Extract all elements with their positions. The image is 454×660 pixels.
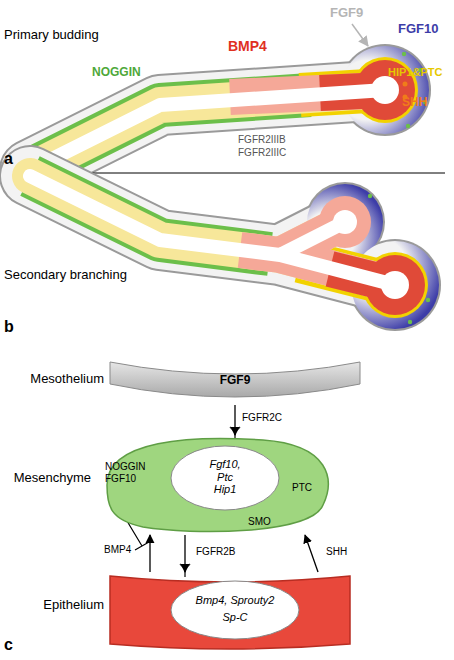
signal-name: HIP1&PTC (388, 66, 442, 79)
signal-arrow (184, 535, 185, 572)
gene-text: Bmp4, Sprouty2 (170, 594, 300, 607)
fgf10-dot (402, 52, 406, 56)
node-heading: Epithelium (4, 598, 104, 613)
signal-name: FGF10 (398, 22, 438, 37)
bmp4-epithelium (319, 196, 371, 248)
panel-letter: a (4, 150, 13, 168)
nucleus-shape (171, 446, 279, 510)
epithelium-shape (110, 576, 350, 649)
receptor-name: SMO (248, 516, 271, 528)
lumen (30, 90, 385, 170)
signal-name: NOGGIN (92, 66, 141, 80)
node-text: FGF9 (110, 374, 360, 388)
signal-arrow (234, 405, 235, 435)
signal-name: BMP4 (104, 544, 131, 556)
panel-title: Primary budding (4, 28, 99, 43)
signal-name: FGF9 (330, 6, 363, 21)
epithelium-layer (30, 90, 385, 170)
shape-outline (170, 580, 300, 640)
fgf10-dot (406, 124, 410, 128)
receptor-symbol (180, 564, 190, 577)
shh-dot (403, 82, 408, 87)
signal-name: SHH (326, 546, 347, 558)
lumen (381, 271, 409, 299)
mesenchyme-layer (30, 90, 385, 170)
fgf10-dot (408, 320, 412, 324)
primary-bud (30, 24, 431, 170)
receptor-name: FGFR2IIIC (238, 147, 286, 159)
receptor-name: FGFR2C (242, 412, 282, 424)
mesothelium-band: MesotheliumFGF9 (110, 360, 360, 405)
nucleus: Fgf10, Ptc Hip1 (170, 445, 280, 511)
nucleus-shape (171, 581, 299, 639)
gene-text: Sp-C (170, 611, 300, 624)
fgf9-arrow (352, 24, 368, 46)
lumen (333, 210, 357, 234)
bud-outline (30, 90, 385, 170)
fgf10-dot (368, 194, 372, 198)
secondary-branch (30, 176, 441, 331)
lumen (371, 76, 399, 104)
epithelium-cell: EpitheliumBmp4, Sprouty2Sp-C (110, 572, 350, 650)
node-heading: Mesothelium (4, 372, 104, 387)
node-heading: Mesenchyme (3, 471, 91, 486)
mesenchyme-shape (107, 438, 328, 531)
mesothelium-shape (110, 362, 360, 397)
receptor-name: FGFR2IIIB (238, 134, 286, 146)
panel-letter: b (4, 318, 14, 336)
signal-arrow (305, 535, 318, 572)
fgf10-dot (426, 298, 430, 302)
receptor-name: PTC (292, 482, 312, 494)
gene-text: Fgf10, Ptc Hip1 (207, 458, 243, 496)
signal-name: SHH (402, 96, 427, 110)
node-text: NOGGIN FGF10 (105, 461, 161, 484)
signal-name: BMP4 (228, 38, 267, 54)
panel-title: Secondary branching (4, 268, 127, 283)
nucleus: Bmp4, Sprouty2Sp-C (170, 580, 300, 640)
panel-letter: c (4, 636, 13, 654)
signal-arrow (149, 535, 150, 572)
receptor-name: FGFR2B (196, 546, 235, 558)
